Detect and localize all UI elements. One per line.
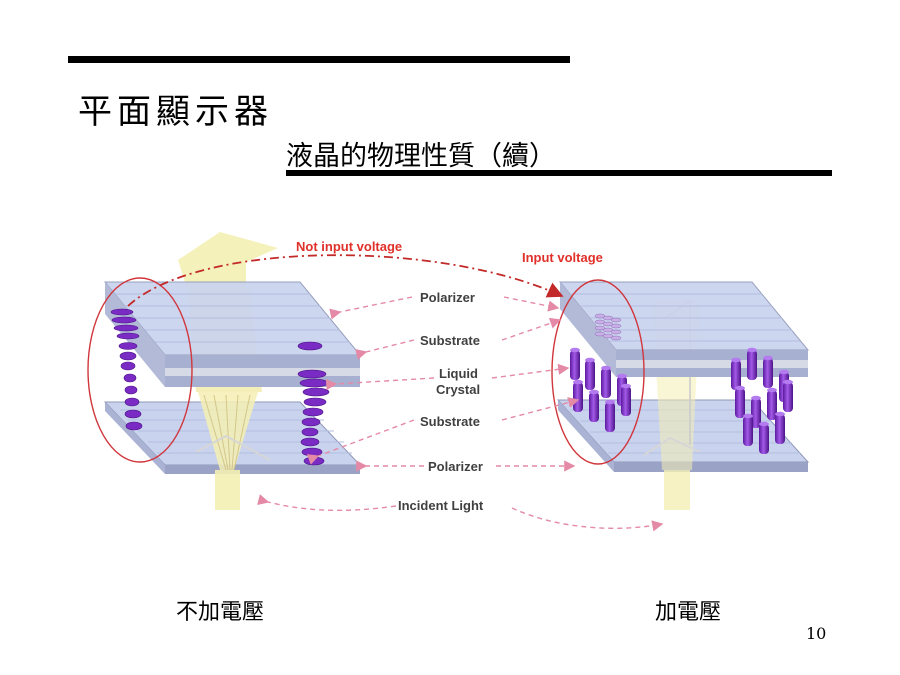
layer-leader-lines <box>257 296 664 532</box>
crystal-cylinder <box>573 382 583 412</box>
crystal-cylinder-top <box>759 421 769 427</box>
crystal-cylinder <box>601 368 611 398</box>
crystal-ghost-stack <box>610 335 622 341</box>
left-assembly <box>87 232 362 510</box>
slide-title: 平面顯示器 <box>78 92 273 132</box>
slide-subtitle: 液晶的物理性質（續） <box>286 141 556 172</box>
crystal-cylinder <box>743 416 753 446</box>
crystal-ghost-stack <box>602 315 614 321</box>
right-top-plate <box>558 281 810 377</box>
heading-not-input-voltage: Not input voltage <box>296 239 402 254</box>
label-polarizer-bottom: Polarizer <box>428 459 483 474</box>
crystal-cylinder <box>731 360 741 390</box>
label-substrate-top: Substrate <box>420 333 480 348</box>
crystal-cylinder <box>751 398 761 428</box>
crystal-ghost-stack <box>610 323 622 329</box>
crystal-cylinder <box>775 414 785 444</box>
crystal-cylinder-top <box>751 395 761 401</box>
right-highlight-oval <box>551 279 645 465</box>
crystal-cylinder-top <box>735 385 745 391</box>
figure-labels: Not input voltage Input voltage Polarize… <box>296 239 603 513</box>
label-incident-light: Incident Light <box>398 498 484 513</box>
top-rule <box>68 56 570 63</box>
crystal-cylinder-top <box>570 347 580 353</box>
crystal-cylinder <box>783 382 793 412</box>
subtitle-underline <box>286 170 832 176</box>
crystal-cylinder-top <box>605 399 615 405</box>
crystal-cylinder-top <box>573 379 583 385</box>
crystal-cylinder-top <box>589 389 599 395</box>
crystal-ghost-stack <box>610 329 622 335</box>
crystal-ghost-stack <box>594 313 606 319</box>
crystal-ghost-stack <box>610 317 622 323</box>
crystal-cylinder <box>605 402 615 432</box>
crystal-ghost-stack <box>594 331 606 337</box>
crystal-cylinder <box>585 360 595 390</box>
crystal-cylinder-top <box>585 357 595 363</box>
crystal-cylinder-top <box>601 365 611 371</box>
crystal-cylinder-top <box>783 379 793 385</box>
crystal-cylinder-top <box>743 413 753 419</box>
crystal-ghost-stack <box>602 321 614 327</box>
crystal-cylinder <box>589 392 599 422</box>
left-highlight-oval <box>87 277 193 463</box>
crystal-cylinder-top <box>617 373 627 379</box>
crystal-cylinder-top <box>747 347 757 353</box>
crystal-ghost-stack <box>602 327 614 333</box>
label-polarizer-top: Polarizer <box>420 290 475 305</box>
heading-input-voltage: Input voltage <box>522 250 603 265</box>
crystal-cylinder <box>735 388 745 418</box>
right-crystal-columns <box>570 313 793 454</box>
caption-no-voltage: 不加電壓 <box>176 600 265 625</box>
crystal-cylinder <box>621 386 631 416</box>
crystal-cylinder <box>759 424 769 454</box>
crystal-cylinder <box>763 358 773 388</box>
caption-voltage: 加電壓 <box>655 600 722 625</box>
crystal-ghost-stack <box>602 333 614 339</box>
label-crystal: Crystal <box>436 382 480 397</box>
crystal-cylinder-top <box>775 411 785 417</box>
crystal-ghost-stack <box>594 325 606 331</box>
crystal-cylinder <box>767 390 777 420</box>
crystal-cylinder-top <box>763 355 773 361</box>
crystal-cylinder-top <box>767 387 777 393</box>
crystal-cylinder-top <box>621 383 631 389</box>
label-substrate-bottom: Substrate <box>420 414 480 429</box>
crystal-cylinder <box>570 350 580 380</box>
left-crystal-twist-left <box>110 308 143 431</box>
crystal-cylinder-top <box>731 357 741 363</box>
label-liquid: Liquid <box>439 366 478 381</box>
state-transition-arrow <box>127 254 564 307</box>
right-assembly <box>551 279 810 510</box>
crystal-cylinder-top <box>779 369 789 375</box>
crystal-ghost-stack <box>594 319 606 325</box>
crystal-cylinder <box>747 350 757 380</box>
page-number: 10 <box>806 624 827 643</box>
